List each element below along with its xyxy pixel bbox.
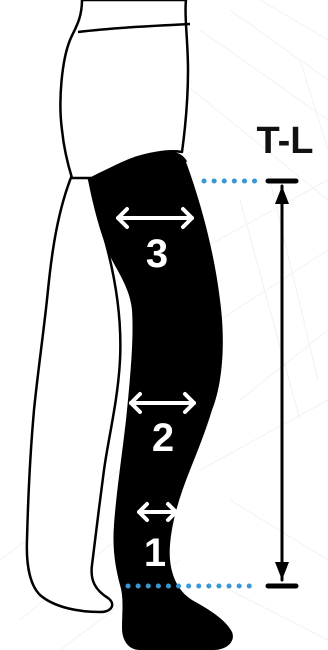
length-label: T-L	[257, 120, 314, 162]
vertical-double-arrow-icon	[268, 181, 296, 586]
arrow-head-top	[275, 186, 289, 204]
measure-label-2: 2	[152, 416, 174, 460]
measure-label-3: 3	[146, 232, 168, 276]
arrow-head-bottom	[275, 562, 289, 580]
measure-label-1: 1	[144, 531, 166, 575]
